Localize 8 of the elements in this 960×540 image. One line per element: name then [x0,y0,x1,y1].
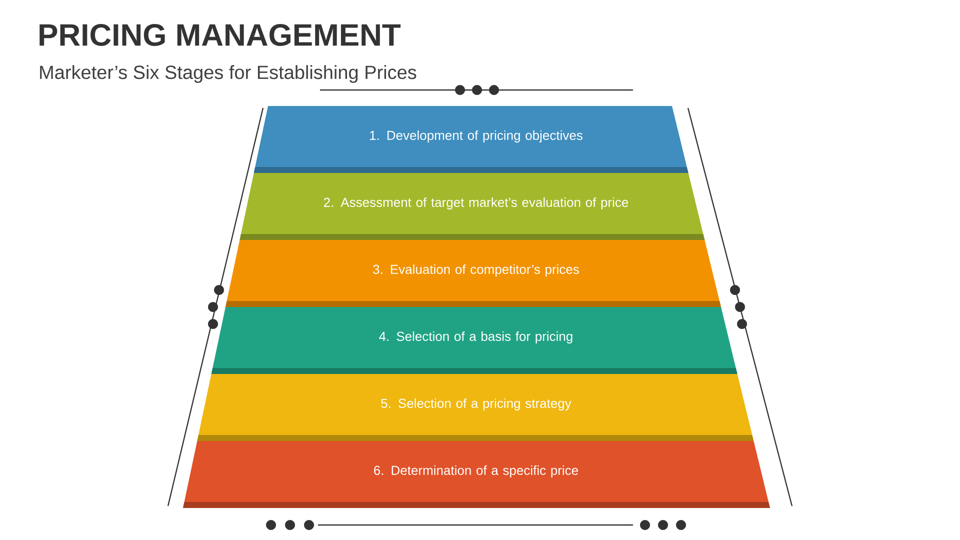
stage-band: 2. Assessment of target market’s evaluation of price [240,173,705,240]
title: PRICING MANAGEMENT [40,24,401,46]
stage-band: 5. Selection of a pricing strategy [197,374,754,441]
stage-band: 1. Development of pricing objectives [254,106,688,173]
stage-band: 6. Determination of a specific price [183,440,770,508]
subtitle: Marketer’s Six Stages for Establishing Prices [40,65,416,83]
stage-band: 3. Evaluation of competitor’s prices [226,240,721,307]
stage-band: 4. Selection of a basis for pricing [211,306,738,374]
